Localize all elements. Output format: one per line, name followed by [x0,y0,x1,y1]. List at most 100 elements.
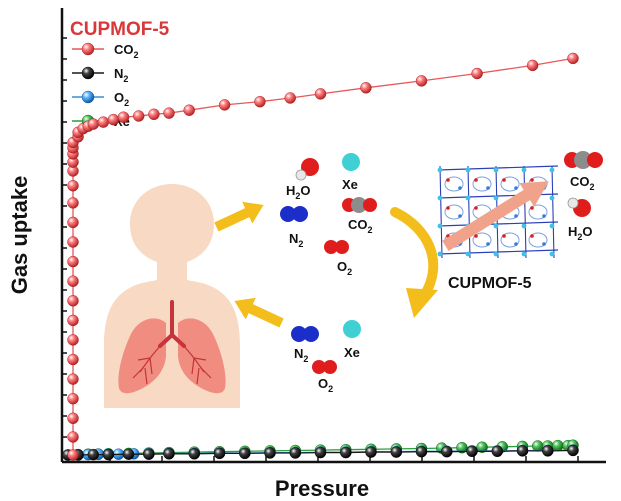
data-point [163,107,175,119]
data-point [163,448,175,460]
data-point [532,440,544,452]
data-point [67,236,79,248]
molecule-xe-top: Xe [342,153,360,192]
legend-label: O2 [114,90,129,108]
cycle-arrow [390,207,439,318]
data-point [102,448,115,461]
data-point [415,446,428,458]
molecule-n2-bottom: N2 [291,326,319,364]
data-point [491,445,503,457]
illustration: H2O Xe N2 CO2 O2 [104,151,603,408]
data-point [340,446,352,459]
data-point [117,111,130,123]
data-point [148,108,160,121]
data-point [67,255,79,268]
data-point [122,448,135,460]
molecule-o2-bottom: O2 [312,360,337,394]
data-point [183,104,195,116]
svg-text:Xe: Xe [342,177,358,192]
lungs-icon [118,300,226,394]
data-point [314,446,327,459]
legend-label: N2 [114,66,128,84]
data-point [284,92,296,104]
svg-text:H2O: H2O [286,183,311,201]
x-axis-label: Pressure [275,476,369,501]
data-point [107,113,120,126]
data-point [471,67,483,80]
data-series [62,52,579,461]
data-point [67,314,79,327]
data-point [67,179,79,192]
data-point [67,334,79,346]
svg-text:N2: N2 [294,346,308,364]
molecule-co2-right: CO2 [564,151,603,192]
data-point [476,441,488,453]
arrows [214,201,439,328]
data-point [97,116,110,128]
molecule-co2-top: CO2 [342,197,377,235]
mof-label: CUPMOF-5 [448,275,532,292]
data-point [360,82,372,94]
svg-text:CO2: CO2 [348,217,373,235]
data-point [87,118,100,130]
svg-text:O2: O2 [337,259,352,277]
data-point [239,447,251,460]
left-lung [118,318,166,394]
molecule-n2-top: N2 [280,206,308,249]
legend-marker [81,90,95,104]
data-point [67,353,79,366]
data-point [365,446,377,458]
data-point [67,216,79,229]
data-point [188,448,201,460]
data-point [218,99,231,111]
data-point [542,445,554,457]
svg-text:H2O: H2O [568,224,593,242]
data-point [516,445,529,457]
data-point [67,431,79,443]
bronchi [132,345,212,385]
data-point [67,412,79,424]
right-lung [178,318,226,394]
data-point [254,95,266,108]
data-point [87,448,100,461]
molecule-h2o-top: H2O [286,158,319,201]
legend-marker [81,42,95,56]
data-point [567,52,579,65]
series-co2 [67,52,579,461]
data-point [466,445,478,457]
data-point [415,75,428,87]
data-point [567,444,579,457]
data-point [314,88,327,100]
data-point [67,295,79,307]
data-point [441,446,453,458]
data-point [213,447,226,460]
molecule-xe-bottom: Xe [343,320,361,360]
y-axis-label: Gas uptake [7,176,32,295]
svg-text:O2: O2 [318,376,333,394]
data-point [390,446,402,458]
molecule-o2-top: O2 [324,240,352,277]
y-axis-ticks [62,37,67,438]
svg-text:N2: N2 [289,231,303,249]
legend-item-o2: O2 [72,90,129,108]
data-point [67,373,79,385]
data-point [67,393,79,405]
molecule-h2o-right: H2O [567,197,593,242]
data-point [552,439,564,452]
legend-marker [81,66,95,80]
data-point [67,449,79,461]
mof-framework: CUPMOF-5 [437,165,559,292]
mof-channel-arrow [442,181,549,251]
chart-title: CUPMOF-5 [70,19,170,40]
legend-item-co2: CO2 [72,42,139,60]
data-point [289,447,301,459]
trachea [158,300,186,348]
svg-text:CO2: CO2 [570,174,595,192]
legend-item-n2: N2 [72,66,128,84]
data-point [67,275,79,287]
svg-text:Xe: Xe [344,345,360,360]
legend-label: CO2 [114,42,139,60]
data-point [132,110,145,122]
